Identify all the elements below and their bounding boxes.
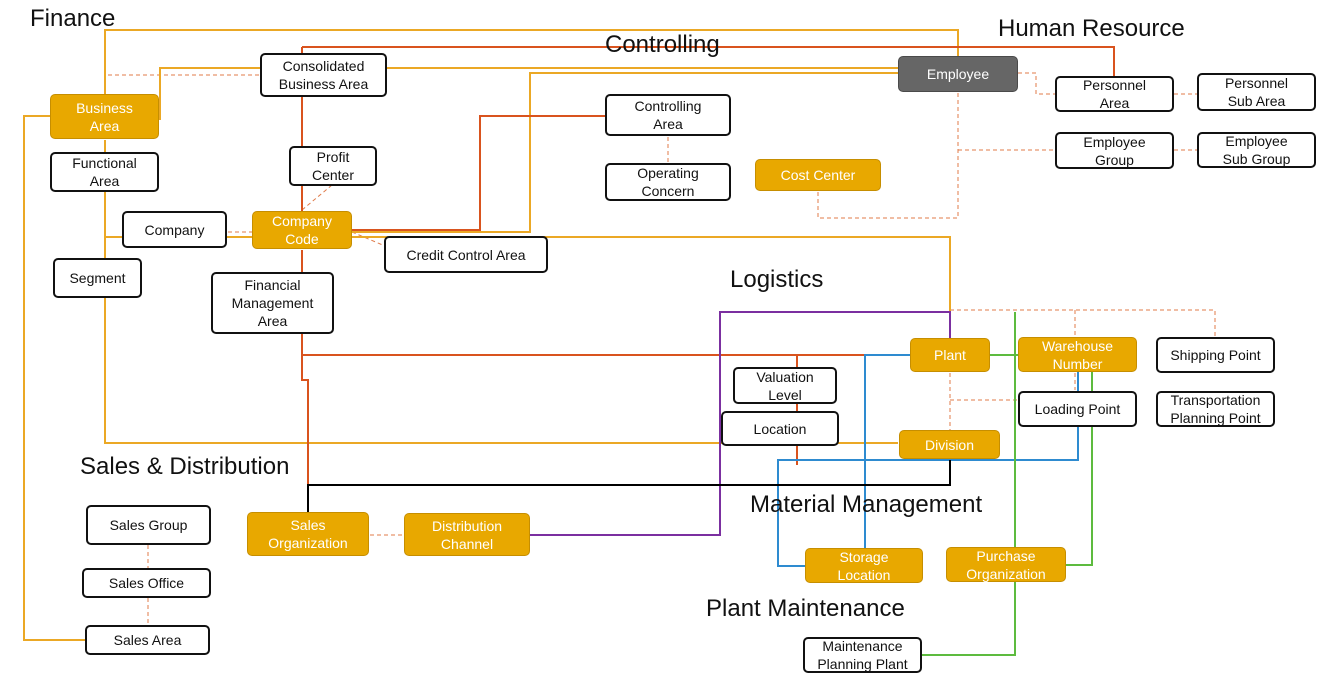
node-label: Company Code bbox=[272, 213, 332, 247]
node-label: Financial Management Area bbox=[231, 277, 314, 329]
node-financial-management-area[interactable]: Financial Management Area bbox=[211, 272, 334, 334]
node-label: Storage Location bbox=[837, 548, 891, 583]
purple-line bbox=[530, 311, 951, 536]
node-label: Employee Group bbox=[1083, 133, 1146, 168]
heading-material-management: Material Management bbox=[750, 491, 983, 518]
node-label: Employee bbox=[926, 66, 990, 82]
node-consolidated-business-area[interactable]: Consolidated Business Area bbox=[260, 53, 387, 97]
heading-human-resource: Human Resource bbox=[998, 15, 1185, 42]
node-company[interactable]: Company bbox=[122, 211, 227, 248]
node-maintenance-planning-plant[interactable]: Maintenance Planning Plant bbox=[803, 637, 922, 673]
node-label: Maintenance Planning Plant bbox=[817, 638, 908, 672]
node-label: Controlling Area bbox=[634, 98, 702, 132]
node-employee-sub-group[interactable]: Employee Sub Group bbox=[1197, 132, 1316, 168]
node-division[interactable]: Division bbox=[899, 430, 1000, 459]
node-label: Business Area bbox=[76, 99, 133, 134]
node-plant[interactable]: Plant bbox=[910, 338, 990, 372]
node-location[interactable]: Location bbox=[721, 411, 839, 446]
node-label: Functional Area bbox=[72, 155, 137, 189]
node-label: Operating Concern bbox=[637, 165, 699, 199]
node-distribution-channel[interactable]: Distribution Channel bbox=[404, 513, 530, 556]
node-label: Sales Area bbox=[113, 632, 182, 648]
node-label: Location bbox=[753, 420, 807, 437]
node-label: Personnel Area bbox=[1082, 77, 1147, 111]
node-segment[interactable]: Segment bbox=[53, 258, 142, 298]
node-cost-center[interactable]: Cost Center bbox=[755, 159, 881, 191]
heading-controlling: Controlling bbox=[605, 31, 720, 58]
node-label: Profit Center bbox=[311, 149, 355, 183]
node-personnel-area[interactable]: Personnel Area bbox=[1055, 76, 1174, 112]
node-sales-office[interactable]: Sales Office bbox=[82, 568, 211, 598]
node-operating-concern[interactable]: Operating Concern bbox=[605, 163, 731, 201]
heading-plant-maintenance: Plant Maintenance bbox=[706, 595, 905, 622]
node-personnel-sub-area[interactable]: Personnel Sub Area bbox=[1197, 73, 1316, 111]
node-company-code[interactable]: Company Code bbox=[252, 211, 352, 249]
node-functional-area[interactable]: Functional Area bbox=[50, 152, 159, 192]
node-label: Warehouse Number bbox=[1041, 337, 1114, 372]
node-label: Division bbox=[924, 436, 974, 453]
node-storage-location[interactable]: Storage Location bbox=[805, 548, 923, 583]
node-label: Purchase Organization bbox=[966, 547, 1046, 582]
node-label: Sales Office bbox=[108, 575, 185, 591]
node-profit-center[interactable]: Profit Center bbox=[289, 146, 377, 186]
blue-lines bbox=[777, 354, 1079, 567]
node-shipping-point[interactable]: Shipping Point bbox=[1156, 337, 1275, 373]
node-sales-organization[interactable]: Sales Organization bbox=[247, 512, 369, 556]
node-label: Shipping Point bbox=[1170, 347, 1261, 363]
node-label: Loading Point bbox=[1034, 401, 1121, 417]
node-valuation-level[interactable]: Valuation Level bbox=[733, 367, 837, 404]
node-controlling-area[interactable]: Controlling Area bbox=[605, 94, 731, 136]
node-employee[interactable]: Employee bbox=[898, 56, 1018, 92]
node-label: Plant bbox=[934, 347, 966, 363]
heading-sales-distribution: Sales & Distribution bbox=[80, 453, 290, 480]
black-line bbox=[307, 460, 951, 512]
heading-finance: Finance bbox=[30, 5, 116, 32]
node-loading-point[interactable]: Loading Point bbox=[1018, 391, 1137, 427]
node-label: Sales Organization bbox=[268, 517, 348, 551]
node-label: Cost Center bbox=[780, 167, 856, 183]
node-employee-group[interactable]: Employee Group bbox=[1055, 132, 1174, 169]
node-label: Distribution Channel bbox=[431, 517, 503, 552]
node-label: Consolidated Business Area bbox=[278, 58, 369, 92]
node-sales-area[interactable]: Sales Area bbox=[85, 625, 210, 655]
node-business-area[interactable]: Business Area bbox=[50, 94, 159, 139]
node-label: Valuation Level bbox=[756, 368, 814, 403]
node-warehouse-number[interactable]: Warehouse Number bbox=[1018, 337, 1137, 372]
heading-logistics: Logistics bbox=[730, 266, 824, 293]
node-label: Company bbox=[144, 221, 205, 238]
node-label: Segment bbox=[69, 270, 126, 286]
node-label: Sales Group bbox=[109, 517, 188, 533]
node-credit-control-area[interactable]: Credit Control Area bbox=[384, 236, 548, 273]
node-transportation-planning-point[interactable]: Transportation Planning Point bbox=[1156, 391, 1275, 427]
node-label: Personnel Sub Area bbox=[1224, 75, 1289, 109]
node-purchase-organization[interactable]: Purchase Organization bbox=[946, 547, 1066, 582]
node-label: Credit Control Area bbox=[406, 246, 526, 263]
node-sales-group[interactable]: Sales Group bbox=[86, 505, 211, 545]
node-label: Transportation Planning Point bbox=[1170, 392, 1261, 426]
node-label: Employee Sub Group bbox=[1222, 133, 1291, 167]
